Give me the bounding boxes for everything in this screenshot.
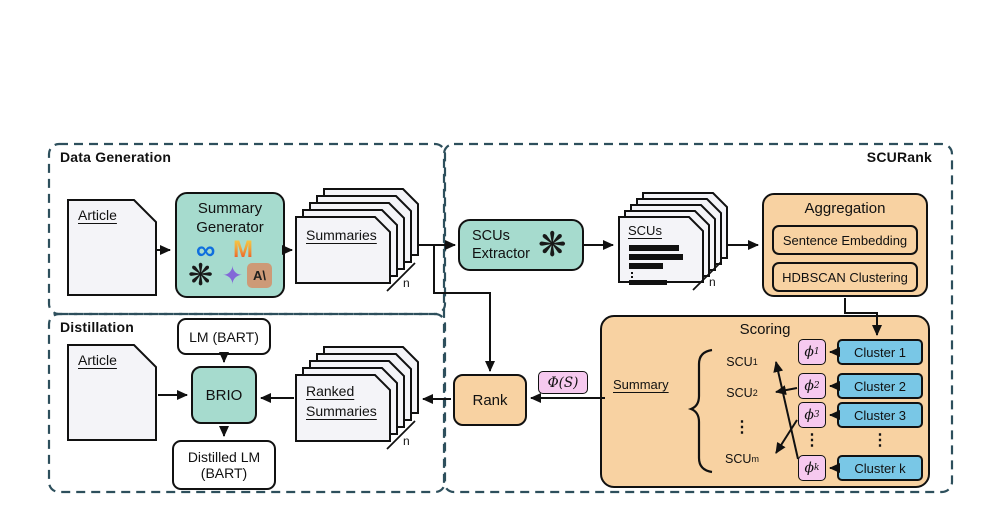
cluster-k-label: Cluster k xyxy=(854,460,906,476)
scus-extractor-line2: Extractor xyxy=(472,246,531,262)
mistral-icon: M xyxy=(233,236,253,263)
sentence-embedding-box: Sentence Embedding xyxy=(772,225,918,255)
scus-doc-bars xyxy=(629,245,683,285)
scus-n-tick xyxy=(692,261,722,291)
phi-ellipsis: ⋮ xyxy=(804,432,820,449)
scoring-title: Scoring xyxy=(739,321,791,338)
phi-3-label: ϕ xyxy=(804,407,814,423)
rank-label: Rank xyxy=(472,391,508,409)
brio-box: BRIO xyxy=(191,366,257,424)
distilled-lm-line1: Distilled LM xyxy=(187,449,261,465)
sentence-embedding-label: Sentence Embedding xyxy=(782,232,908,248)
cluster-2-box: Cluster 2 xyxy=(837,373,923,399)
phi-2-label: ϕ xyxy=(804,378,814,394)
cluster-k-box: Cluster k xyxy=(837,455,923,481)
lm-bart-box: LM (BART) xyxy=(177,318,271,355)
article-label: Article xyxy=(78,207,117,223)
brio-label: BRIO xyxy=(205,386,243,404)
summaries-n-tick xyxy=(386,262,416,292)
ranked-n-tick xyxy=(386,420,416,450)
scus-extractor-box: SCUs Extractor ❋ xyxy=(458,219,584,271)
section-title-scurank: SCURank xyxy=(866,149,932,165)
article2-label: Article xyxy=(78,352,117,368)
summary-generator-line1: Summary xyxy=(197,200,263,217)
section-title-distillation: Distillation xyxy=(60,319,134,335)
anthropic-icon: A\ xyxy=(247,263,272,288)
hdbscan-clustering-box: HDBSCAN Clustering xyxy=(772,262,918,292)
scus-n-label: n xyxy=(709,275,716,289)
aggregation-title: Aggregation xyxy=(804,200,886,217)
cluster-1-label: Cluster 1 xyxy=(853,344,907,360)
scu-2-base: SCU xyxy=(726,386,753,400)
openai-icon: ❋ xyxy=(188,259,214,292)
distilled-lm-box: Distilled LM (BART) xyxy=(172,440,276,490)
distilled-lm-label: Distilled LM (BART) xyxy=(188,449,260,481)
hdbscan-clustering-label: HDBSCAN Clustering xyxy=(782,269,908,285)
scu-m-base: SCU xyxy=(725,452,752,466)
ranked-n-label: n xyxy=(403,434,410,448)
cluster-3-label: Cluster 3 xyxy=(853,407,907,423)
phi-s-label: Φ(S) xyxy=(547,374,579,391)
summaries-label: Summaries xyxy=(306,227,377,243)
ranked-label-line1: Ranked xyxy=(306,383,355,399)
scu-1-base: SCU xyxy=(726,355,753,369)
cluster-2-label: Cluster 2 xyxy=(853,378,907,394)
cluster-ellipsis: ⋮ xyxy=(872,432,888,449)
gemini-icon: ✦ xyxy=(222,262,243,290)
scus-extractor-line1: SCUs xyxy=(472,228,510,244)
summary-generator-label: Summary Generator xyxy=(177,194,283,237)
rank-box: Rank xyxy=(453,374,527,426)
lm-bart-label: LM (BART) xyxy=(189,328,259,345)
phi-k-label: ϕ xyxy=(804,460,815,476)
phi-1-label: ϕ xyxy=(804,344,814,360)
ranked-label-line2: Summaries xyxy=(306,403,377,419)
cluster-3-box: Cluster 3 xyxy=(837,402,923,428)
openai-icon: ❋ xyxy=(538,226,567,264)
meta-icon: ∞ xyxy=(196,235,216,265)
distilled-lm-line2: (BART) xyxy=(200,465,248,481)
summary-generator-line2: Generator xyxy=(196,219,264,236)
section-title-data-generation: Data Generation xyxy=(60,149,172,165)
summary-doc-label: Summary xyxy=(613,377,669,392)
cluster-1-box: Cluster 1 xyxy=(837,339,923,365)
phi-s-badge: Φ(S) xyxy=(538,371,588,394)
summaries-n-label: n xyxy=(403,276,410,290)
scus-doc-label: SCUs xyxy=(628,223,662,238)
scu-ellipsis: ⋮ xyxy=(734,419,750,436)
